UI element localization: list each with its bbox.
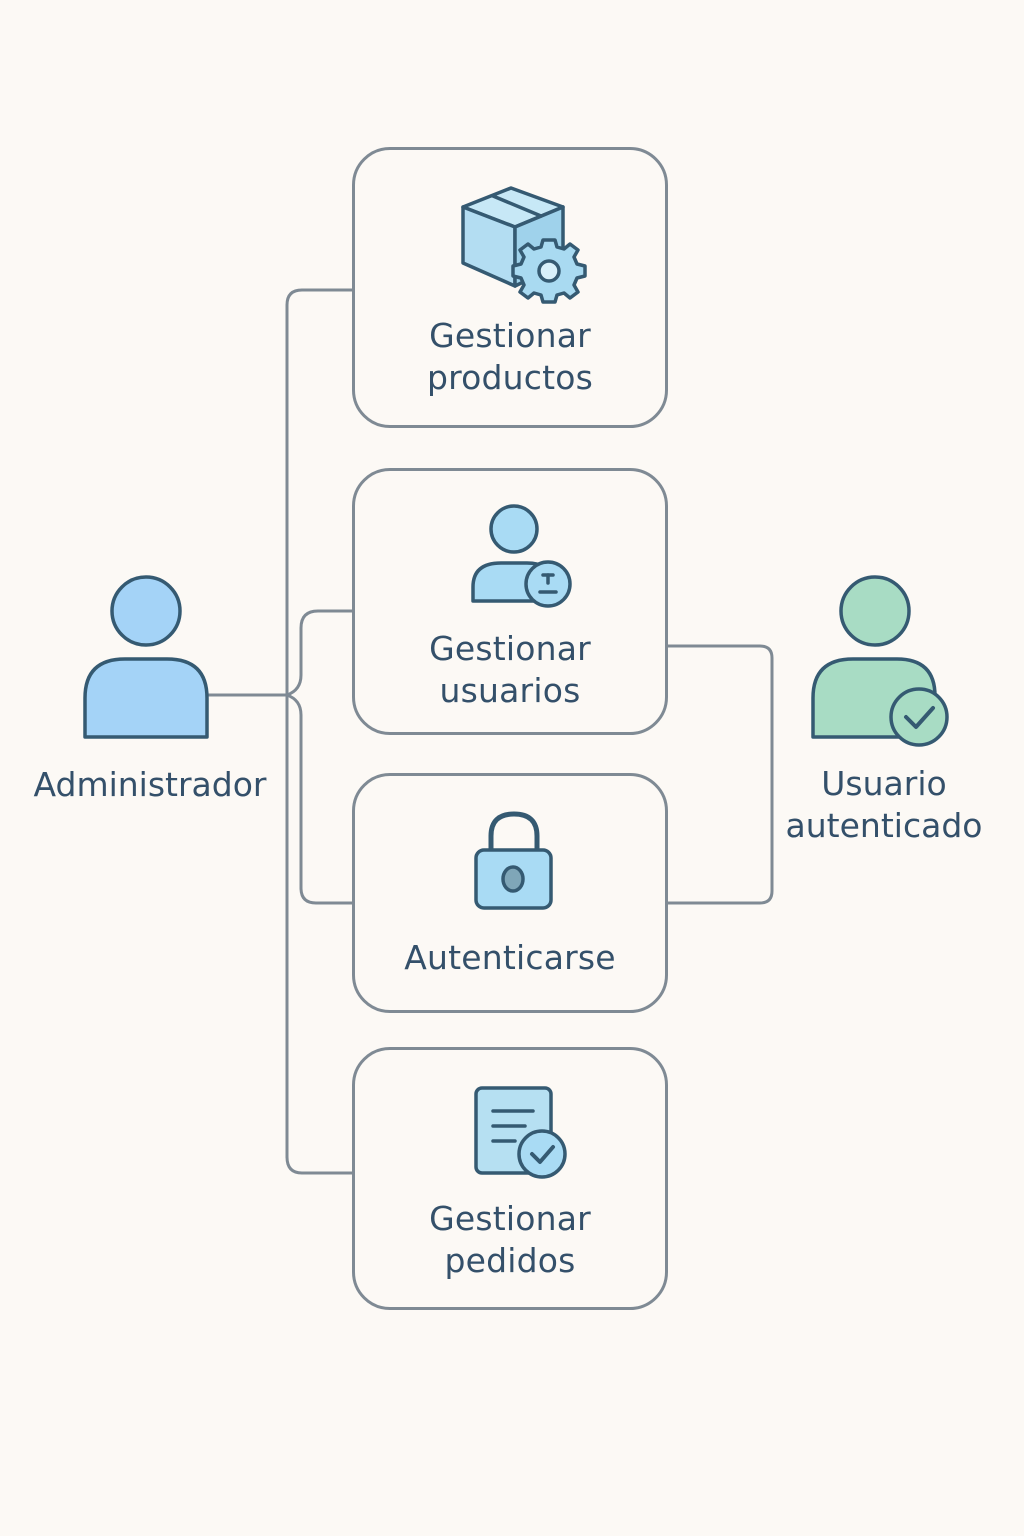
actor-authenticated-user: Usuario autenticado bbox=[764, 560, 1004, 860]
document-check-icon bbox=[474, 1086, 567, 1179]
admin-person-icon bbox=[83, 575, 209, 739]
usecase-manage-users: Gestionar usuarios bbox=[352, 468, 668, 735]
usecase-authenticate: Autenticarse bbox=[352, 773, 668, 1013]
usecase-label: Gestionar usuarios bbox=[429, 629, 591, 710]
user-manage-icon bbox=[471, 504, 572, 608]
authenticated-person-icon bbox=[811, 575, 949, 747]
actor-label: Usuario autenticado bbox=[785, 764, 983, 845]
orders-connector bbox=[285, 1155, 354, 1175]
actor-label: Administrador bbox=[33, 765, 267, 804]
usecase-label: Gestionar productos bbox=[426, 316, 594, 397]
padlock-icon bbox=[474, 811, 553, 910]
auth-user-connector bbox=[666, 644, 774, 905]
usecase-manage-orders: Gestionar pedidos bbox=[352, 1047, 668, 1310]
usecase-label: Autenticarse bbox=[404, 938, 616, 977]
products-connector bbox=[285, 288, 354, 1159]
actor-admin: Administrador bbox=[0, 560, 300, 820]
usecase-label: Gestionar pedidos bbox=[429, 1199, 591, 1280]
users-connector bbox=[285, 609, 354, 697]
usecase-manage-products: Gestionar productos bbox=[352, 147, 668, 428]
box-gear-icon bbox=[461, 186, 587, 304]
auth-connector bbox=[285, 693, 354, 905]
